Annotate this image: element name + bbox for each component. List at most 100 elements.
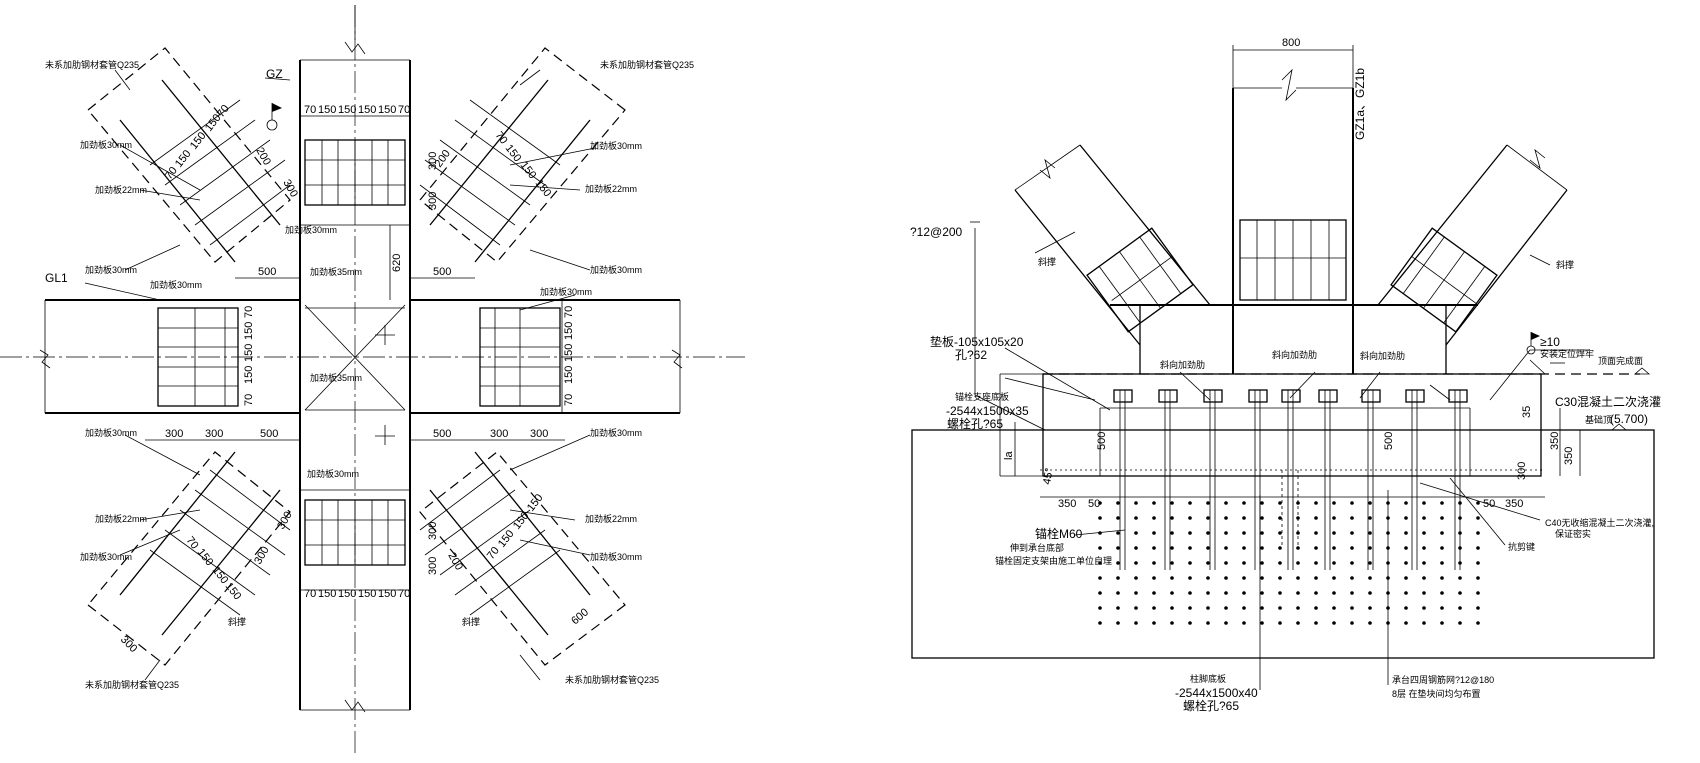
- rebar-dot: [1098, 516, 1102, 520]
- c40-label2: 保证密实: [1555, 528, 1591, 539]
- dim-300-bl5: 300: [118, 634, 139, 655]
- rebar-dot: [1314, 516, 1318, 520]
- brace-dim-tl-4: 70: [215, 103, 232, 120]
- rebar-dot: [1206, 531, 1210, 535]
- rebar-dot: [1278, 546, 1282, 550]
- rebar-dot: [1278, 576, 1282, 580]
- brace-top-left: [87, 47, 291, 263]
- brace-label-r: 斜撑: [1556, 259, 1574, 270]
- rebar-dot: [1206, 576, 1210, 580]
- rebar-dot: [1260, 591, 1264, 595]
- rebar-dot: [1152, 546, 1156, 550]
- rebar-dot: [1368, 591, 1372, 595]
- rebar-dot: [1422, 516, 1426, 520]
- rebar-dot: [1422, 546, 1426, 550]
- rebar-dot: [1152, 561, 1156, 565]
- beam-dim-2: 150: [563, 344, 575, 362]
- rebar-dot: [1296, 561, 1300, 565]
- dim-300-tl: 300: [280, 178, 300, 200]
- rebar-dot: [1206, 516, 1210, 520]
- rebar-dot: [1278, 621, 1282, 625]
- rebar-dot: [1206, 561, 1210, 565]
- rebar-dot: [1260, 561, 1264, 565]
- rebar-dot: [1332, 621, 1336, 625]
- weld-note: ≥10: [1540, 335, 1560, 349]
- rebar-dot: [1368, 531, 1372, 535]
- washer-label: 垫板-105x105x20: [930, 334, 1024, 349]
- col-dim-b4: 150: [378, 588, 396, 600]
- beam-dim-l0: 70: [243, 306, 255, 318]
- rebar-dot: [1098, 501, 1102, 505]
- stiffener30-label-3: 加劲板30mm: [150, 279, 202, 290]
- left-plan-view: [0, 5, 745, 755]
- rebar-dot: [1206, 501, 1210, 505]
- column-gz: [299, 5, 411, 713]
- rebar-dot: [1332, 606, 1336, 610]
- rebar-dot: [1242, 531, 1246, 535]
- rebar-dot: [1098, 546, 1102, 550]
- brace-dim-br-0: 70: [485, 545, 502, 562]
- pipe-label-tr: 未系加肋钢材套管Q235: [600, 59, 694, 70]
- rebar-dot: [1260, 501, 1264, 505]
- rebar-dot: [1458, 576, 1462, 580]
- rebar-dot: [1170, 531, 1174, 535]
- pipe-label-br: 未系加肋钢材套管Q235: [565, 674, 659, 685]
- rebar-dot: [1368, 606, 1372, 610]
- shear-key: 抗剪键: [1508, 541, 1535, 552]
- rebar-dot: [1350, 621, 1354, 625]
- dim-500-bl: 500: [260, 428, 278, 440]
- weld-note2: 安装定位焊牢: [1540, 348, 1594, 359]
- rebar-dot: [1296, 621, 1300, 625]
- rebar-dot: [1224, 561, 1228, 565]
- rebar-dot: [1188, 621, 1192, 625]
- dim-500-tl: 500: [258, 266, 276, 278]
- stiffener30-label-8: 加劲板30mm: [540, 286, 592, 297]
- col-dim-b1: 150: [318, 588, 336, 600]
- rebar-dot: [1368, 561, 1372, 565]
- dim-350-far: 350: [1563, 447, 1575, 465]
- c40-label: C40无收缩混凝土二次浇灌,: [1545, 517, 1654, 528]
- stirrup-note: 8层 在垫块间均匀布置: [1392, 688, 1481, 699]
- rebar-dot: [1368, 501, 1372, 505]
- anchor-note1: 伸到承台底部: [1010, 542, 1064, 553]
- rebar-dot: [1350, 591, 1354, 595]
- rebar-dot: [1224, 576, 1228, 580]
- right-section-view: [911, 45, 1655, 690]
- rebar-dot: [1278, 501, 1282, 505]
- rebar-dot: [1422, 501, 1426, 505]
- rebar-dot: [1440, 501, 1444, 505]
- col-dim-5: 70: [398, 104, 410, 116]
- rebar-dot: [1224, 606, 1228, 610]
- rebar-dot: [1116, 591, 1120, 595]
- stiffener30-label-11: 加劲板30mm: [590, 427, 642, 438]
- rebar-dot: [1260, 621, 1264, 625]
- rebar-dot: [1476, 501, 1480, 505]
- rebar-dot: [1188, 576, 1192, 580]
- rebar-dot: [1224, 621, 1228, 625]
- rebar-dot: [1476, 576, 1480, 580]
- pipe-label-tl: 未系加肋钢材套管Q235: [45, 59, 139, 70]
- rebar-dot: [1296, 546, 1300, 550]
- rebar-dot: [1170, 546, 1174, 550]
- rebar-dot: [1350, 516, 1354, 520]
- rebar-dot: [1170, 516, 1174, 520]
- rebar-dot: [1404, 621, 1408, 625]
- rebar-dot: [1152, 606, 1156, 610]
- dim-500-br: 500: [433, 428, 451, 440]
- rebar-dot: [1314, 621, 1318, 625]
- rebar-dot: [1278, 531, 1282, 535]
- rebar-dot: [1350, 606, 1354, 610]
- base-plate: -2544x1500x40: [1175, 686, 1258, 700]
- rebar-dot: [1206, 591, 1210, 595]
- rebar-dot: [1116, 621, 1120, 625]
- rebar-dot: [1440, 546, 1444, 550]
- rebar-dot: [1224, 546, 1228, 550]
- rebar-dot: [1404, 546, 1408, 550]
- rebar-dot: [1458, 531, 1462, 535]
- rebar-dot: [1170, 561, 1174, 565]
- rebar-dot: [1422, 621, 1426, 625]
- col-dim-1: 150: [318, 104, 336, 116]
- dim-800: 800: [1282, 37, 1300, 49]
- brace-dim-tr-0: 70: [493, 129, 510, 146]
- dim-300-br2: 300: [530, 428, 548, 440]
